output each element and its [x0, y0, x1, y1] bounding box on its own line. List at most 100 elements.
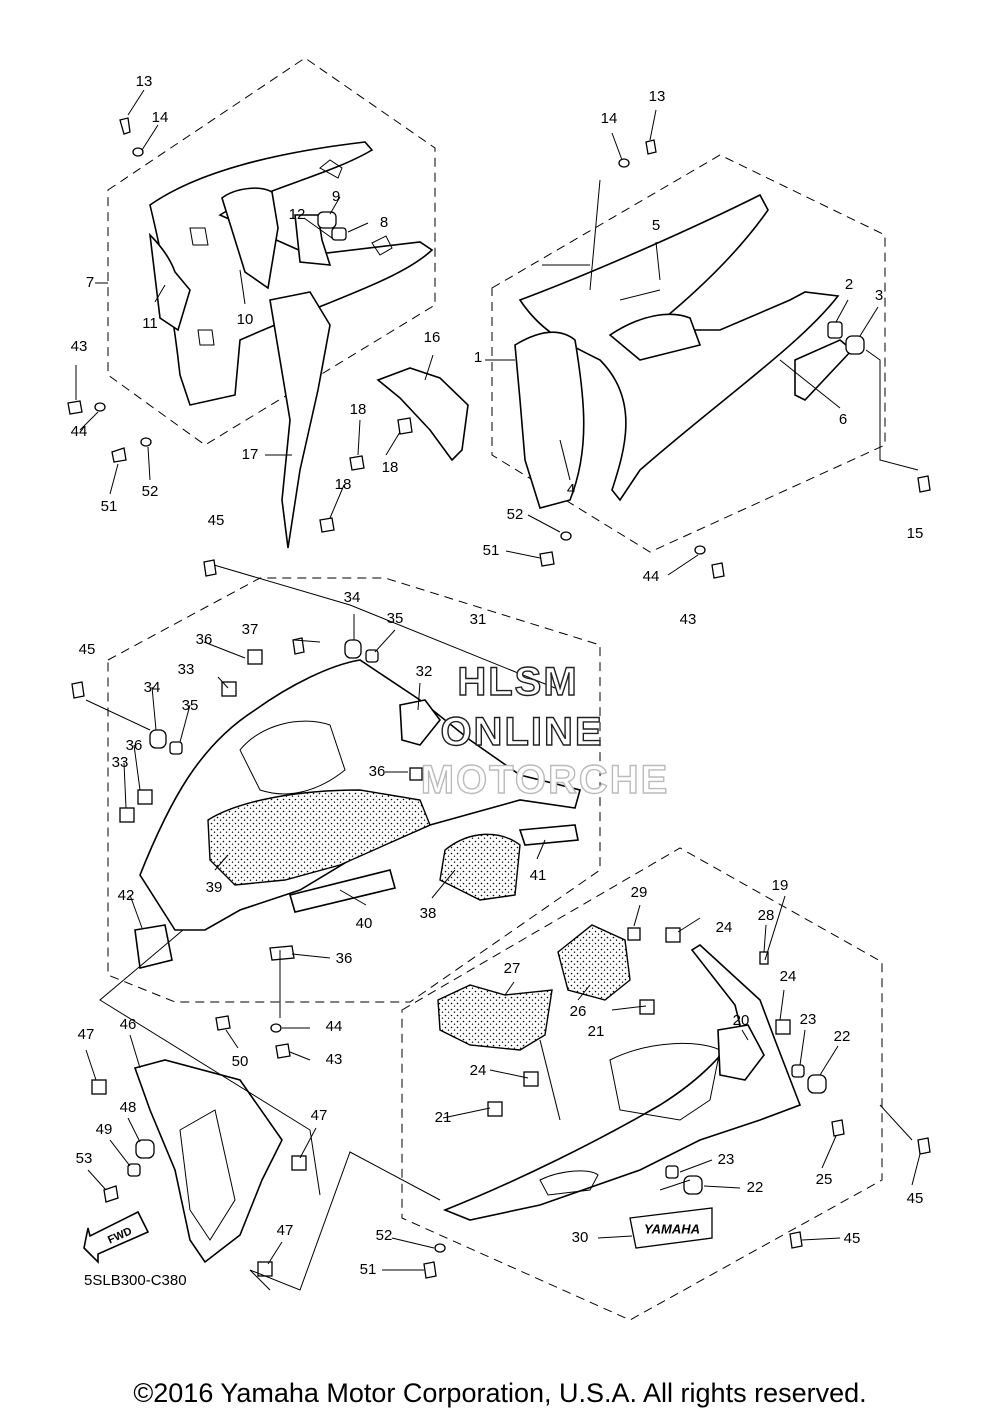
group-outline-19 [401, 847, 883, 1321]
callout-23-a: 23 [800, 1011, 817, 1028]
callout-36-c: 36 [369, 763, 386, 780]
callout-29: 29 [631, 884, 648, 901]
callout-51-b: 51 [483, 542, 500, 559]
callout-45-d: 45 [844, 1230, 861, 1247]
callout-12: 12 [289, 206, 306, 223]
callout-17: 17 [242, 446, 259, 463]
fastener-group-18 [319, 417, 413, 533]
brand-decal-text: YAMAHA [644, 1221, 700, 1236]
callout-18-b: 18 [382, 459, 399, 476]
cowling-right-hardware [618, 139, 865, 355]
callout-33-a: 33 [178, 661, 195, 678]
callout-51-c: 51 [360, 1261, 377, 1278]
callout-48: 48 [120, 1099, 137, 1116]
callout-26: 26 [570, 1003, 587, 1020]
callout-23-b: 23 [718, 1151, 735, 1168]
callout-52-b: 52 [507, 506, 524, 523]
callout-8: 8 [380, 214, 388, 231]
leader-lines [75, 89, 921, 1291]
callout-52-c: 52 [376, 1227, 393, 1244]
callout-22-b: 22 [747, 1179, 764, 1196]
callout-35-a: 35 [387, 610, 404, 627]
callout-6: 6 [839, 411, 847, 428]
callout-labels: 13 14 7 43 44 51 52 9 8 12 11 10 16 17 1… [71, 73, 924, 1278]
copyright-notice: ©2016 Yamaha Motor Corporation, U.S.A. A… [133, 1378, 867, 1408]
callout-11: 11 [142, 315, 158, 332]
callout-27: 27 [504, 960, 521, 977]
diagram-code: 5SLB300-C380 [84, 1272, 187, 1289]
callout-33-b: 33 [112, 754, 129, 771]
callout-10: 10 [237, 311, 254, 328]
callout-15: 15 [907, 525, 924, 542]
cowling-left-hardware [119, 117, 347, 241]
callout-37: 37 [242, 621, 259, 638]
callout-13: 13 [136, 73, 153, 90]
callout-34-a: 34 [344, 589, 361, 606]
callout-36-a: 36 [196, 631, 213, 648]
watermark-line3: MOTORCHE [421, 758, 670, 802]
callout-24-b: 24 [780, 968, 797, 985]
group-outline-31 [107, 577, 601, 1003]
callout-16: 16 [424, 329, 441, 346]
side-cowling-right [514, 193, 854, 509]
brand-decal: YAMAHA [629, 1207, 713, 1249]
callout-3: 3 [875, 287, 883, 304]
callout-47-c: 47 [277, 1222, 294, 1239]
group-outline-1 [491, 154, 886, 553]
callout-45-c: 45 [907, 1190, 924, 1207]
forward-arrow-icon: FWD [83, 1210, 150, 1264]
callout-43: 43 [71, 338, 88, 355]
side-cowling-left [148, 141, 434, 406]
callout-30: 30 [572, 1229, 589, 1246]
lower-cowling-hardware [487, 927, 931, 1195]
callout-31: 31 [470, 611, 487, 628]
loose-fasteners [67, 400, 931, 1279]
callout-21-b: 21 [435, 1109, 452, 1126]
callout-18-c: 18 [335, 476, 352, 493]
callout-49: 49 [96, 1121, 113, 1138]
watermark: HLSM ONLINE MOTORCHE [420, 659, 670, 802]
callout-47-b: 47 [311, 1107, 328, 1124]
callout-14-b: 14 [601, 110, 618, 127]
callout-7: 7 [86, 274, 94, 291]
callout-24-c: 24 [470, 1062, 487, 1079]
callout-38: 38 [420, 905, 437, 922]
callout-9: 9 [332, 188, 340, 205]
callout-45-b: 45 [79, 641, 96, 658]
callout-18-a: 18 [350, 401, 367, 418]
callout-42: 42 [118, 887, 135, 904]
callout-25: 25 [816, 1171, 833, 1188]
callout-24-a: 24 [716, 919, 733, 936]
callout-46: 46 [120, 1016, 137, 1033]
callout-14: 14 [152, 109, 169, 126]
callout-20: 20 [733, 1012, 750, 1029]
under-cowling-front [134, 659, 581, 969]
under-cowling-hardware [119, 637, 423, 961]
callout-50: 50 [232, 1053, 249, 1070]
watermark-line1: HLSM [457, 660, 578, 704]
callout-44: 44 [71, 423, 88, 440]
callout-52: 52 [142, 483, 159, 500]
callout-28: 28 [758, 907, 775, 924]
callout-1: 1 [474, 349, 482, 366]
callout-41: 41 [530, 867, 547, 884]
callout-32: 32 [416, 663, 433, 680]
callout-44-c: 44 [326, 1018, 343, 1035]
callout-51: 51 [101, 498, 118, 515]
callout-22-a: 22 [834, 1028, 851, 1045]
callout-36-b: 36 [126, 737, 143, 754]
callout-47-a: 47 [78, 1026, 95, 1043]
callout-19: 19 [772, 877, 789, 894]
callout-36-d: 36 [336, 950, 353, 967]
callout-35-b: 35 [182, 697, 199, 714]
callout-43-b: 43 [680, 611, 697, 628]
duct-hardware [91, 1015, 307, 1277]
callout-34-b: 34 [144, 679, 161, 696]
duct-panel [133, 1059, 283, 1264]
lower-cowling [437, 924, 802, 1221]
callout-39: 39 [206, 879, 223, 896]
callout-13-b: 13 [649, 88, 666, 105]
callout-40: 40 [356, 915, 373, 932]
callout-53: 53 [76, 1150, 93, 1167]
